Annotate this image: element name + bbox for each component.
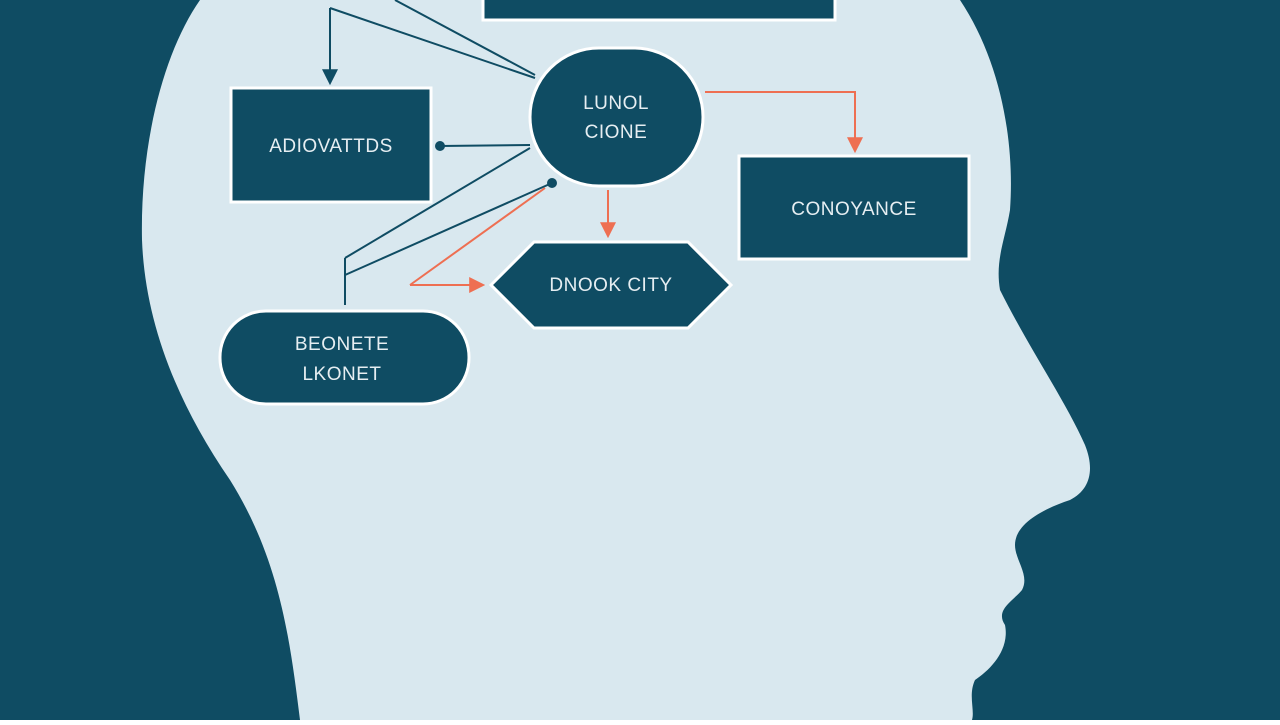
- node-conoyance-label: CONOYANCE: [791, 199, 917, 220]
- node-lunol-cione: LUNOL CIONE: [528, 46, 705, 188]
- accent-connector-group: [409, 91, 863, 293]
- connector-beonete-to-lunol-b: [344, 182, 553, 276]
- node-lunol-cione-label-line-2: CIONE: [585, 122, 648, 143]
- node-adiovattds-label: ADIOVATTDS: [269, 136, 393, 157]
- node-top-box: [481, 0, 837, 22]
- connector-beonete-to-lunol-a: [344, 147, 531, 259]
- node-beonete-lkonet: BEONETE LKONET: [218, 309, 471, 406]
- connector-top-to-lunol: [329, 7, 536, 79]
- node-dnook-city-label: DNOOK CITY: [549, 275, 672, 296]
- node-beonete-lkonet-label-line-1: BEONETE: [295, 334, 389, 355]
- connector-group: [322, 0, 557, 305]
- arrow-lunol-to-conoyance: [705, 91, 863, 154]
- connector-top-diagonal: [394, 0, 536, 76]
- connector-dot-lunol: [547, 178, 557, 188]
- node-conoyance: CONOYANCE: [737, 154, 971, 261]
- connector-dot-adiovattds: [435, 141, 445, 151]
- node-adiovattds: ADIOVATTDS: [229, 86, 433, 204]
- arrow-beonete-to-lunol-orange: [409, 187, 546, 286]
- node-dnook-city: DNOOK CITY: [488, 240, 734, 330]
- node-beonete-lkonet-label-line-2: LKONET: [302, 364, 381, 385]
- connector-lunol-to-adiovattds: [439, 144, 531, 147]
- node-lunol-cione-label-line-1: LUNOL: [583, 93, 649, 114]
